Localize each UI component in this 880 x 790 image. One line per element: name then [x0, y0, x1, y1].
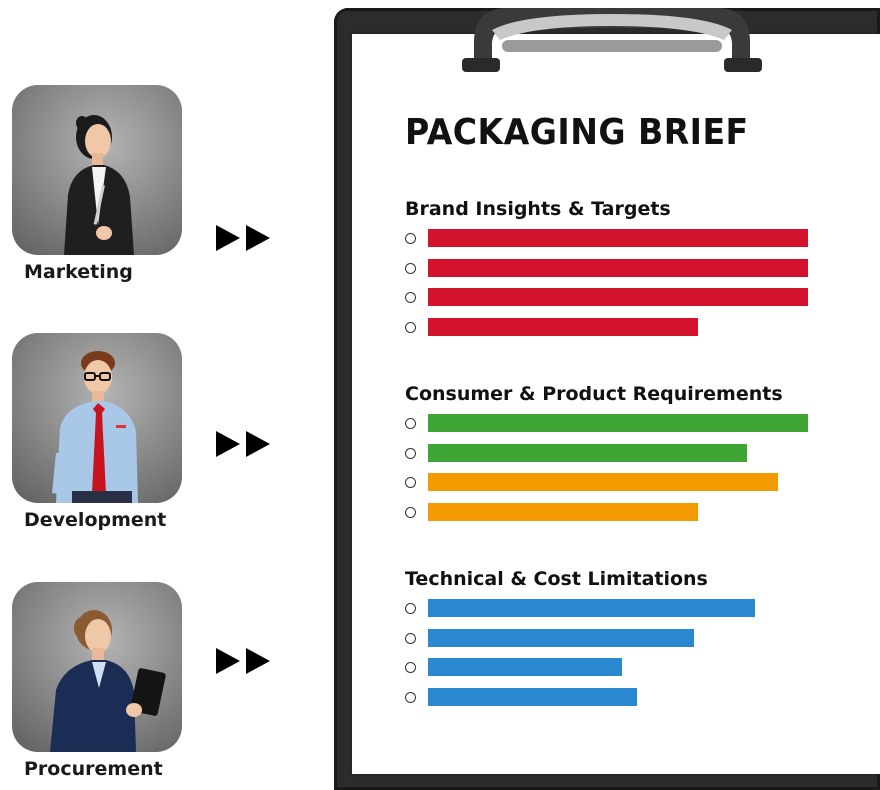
checkbox-circle-icon [405, 506, 416, 518]
double-arrow-icon [216, 648, 270, 674]
requirement-bar [428, 258, 808, 277]
requirement-bar [428, 473, 778, 491]
requirement-bar [428, 414, 808, 432]
requirement-bar [428, 229, 808, 247]
section-title: Technical & Cost Limitations [405, 568, 708, 590]
double-arrow-icon [216, 225, 270, 251]
checkbox-circle-icon [405, 233, 416, 244]
brief-paper [352, 34, 880, 774]
requirement-bar [428, 288, 808, 306]
checkbox-circle-icon [405, 662, 416, 673]
arrow-head [246, 225, 270, 251]
arrow-head [246, 431, 270, 457]
checkbox-circle-icon [405, 418, 416, 429]
double-arrow-icon [216, 431, 270, 457]
checkbox-circle-icon [405, 691, 416, 703]
role-development: Development [12, 333, 182, 531]
section-title: Brand Insights & Targets [405, 198, 671, 220]
arrow-head [246, 648, 270, 674]
arrow-head [216, 225, 240, 251]
requirement-bar [428, 443, 747, 462]
section-title: Consumer & Product Requirements [405, 383, 783, 405]
checkbox-circle-icon [405, 262, 416, 274]
requirement-bar [428, 658, 622, 676]
arrow-head [216, 431, 240, 457]
role-procurement: Procurement [12, 582, 182, 780]
checkbox-circle-icon [405, 477, 416, 488]
role-label: Marketing [24, 261, 133, 283]
requirement-bar [428, 687, 637, 706]
role-marketing: Marketing [12, 85, 182, 283]
procurement-avatar-icon [12, 582, 182, 752]
checkbox-circle-icon [405, 603, 416, 614]
arrow-head [216, 648, 240, 674]
requirement-bar [428, 317, 698, 336]
checkbox-circle-icon [405, 321, 416, 333]
brief-title: PACKAGING BRIEF [405, 112, 749, 153]
marketing-avatar-icon [12, 85, 182, 255]
requirement-bar [428, 599, 755, 617]
role-label: Procurement [24, 758, 163, 780]
checkbox-circle-icon [405, 447, 416, 459]
role-label: Development [24, 509, 167, 531]
requirement-bar [428, 502, 698, 521]
checkbox-circle-icon [405, 292, 416, 303]
requirement-bar [428, 628, 694, 647]
development-avatar-icon [12, 333, 182, 503]
clip-icon [462, 8, 762, 72]
checkbox-circle-icon [405, 632, 416, 644]
